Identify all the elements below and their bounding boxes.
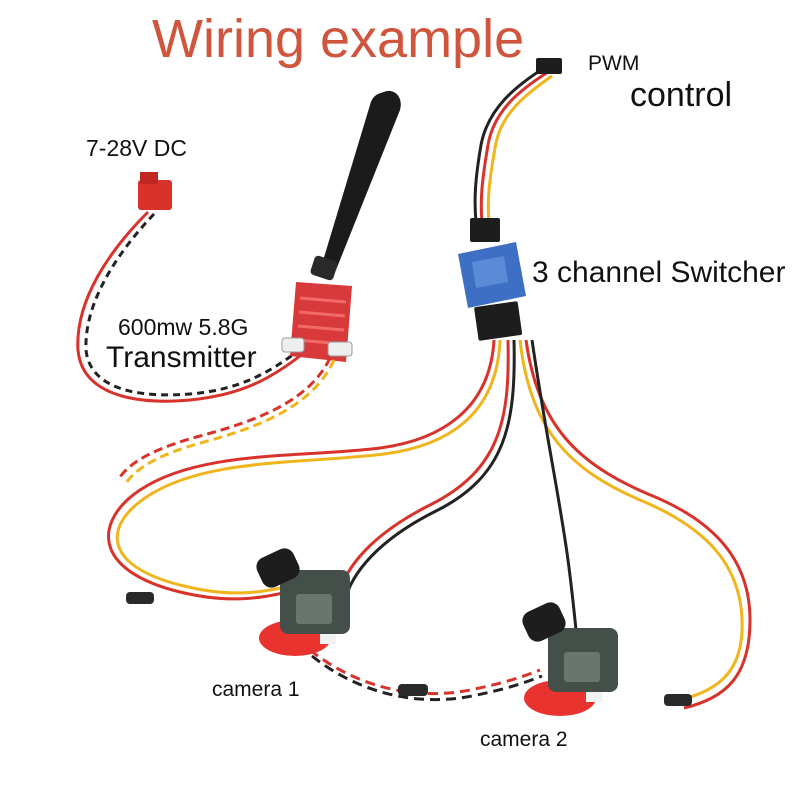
video-transmitter: [281, 90, 401, 362]
switcher-module: [458, 242, 526, 341]
control-label: control: [630, 76, 733, 114]
pwm-lead: [470, 58, 562, 242]
antenna: [322, 90, 401, 270]
switcher-label: 3 channel Switcher: [532, 256, 786, 289]
diagram-title: Wiring example: [152, 9, 525, 69]
camera-leads: [126, 339, 752, 710]
camera-2: [522, 602, 618, 716]
power-input-label: 7-28V DC: [86, 135, 187, 161]
power-connector: [138, 180, 172, 210]
transmitter-label: Transmitter: [106, 341, 257, 374]
pwm-connector: [536, 58, 562, 74]
transmitter-power-label: 600mw 5.8G: [118, 314, 249, 340]
pwm-label: PWM: [588, 52, 640, 75]
camera-1-label: camera 1: [212, 678, 300, 701]
power-lead: [76, 172, 306, 403]
video-lead-to-transmitter: [107, 339, 502, 601]
camera-1: [256, 548, 350, 656]
camera-2-label: camera 2: [480, 728, 568, 751]
